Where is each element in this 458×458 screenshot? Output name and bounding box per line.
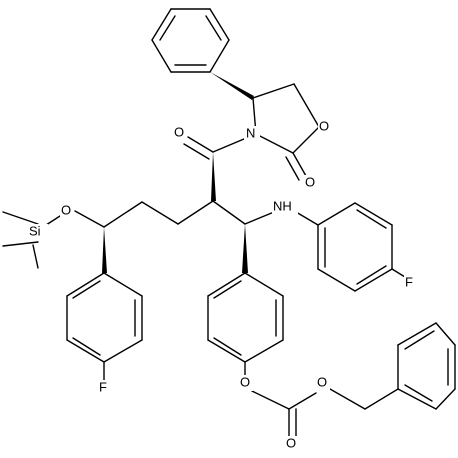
svg-text:O: O — [305, 174, 315, 189]
atom-f-aniline: F — [404, 274, 416, 291]
phenoxy-ring — [207, 272, 284, 377]
atom-o-ring-carbonyl: O — [304, 174, 318, 191]
atom-o-acyl-carbonyl: O — [173, 124, 187, 141]
svg-text:O: O — [319, 118, 329, 133]
atom-o-silyl-ether: O — [60, 202, 74, 219]
atom-f-aryl: F — [98, 379, 110, 396]
atom-o-carbonate-carbonyl: O — [285, 435, 299, 452]
atom-si: Si — [28, 223, 48, 240]
atom-n-oxazolidinone: N — [244, 125, 260, 142]
wedge-bond-aryl — [242, 224, 248, 273]
svg-text:NH: NH — [273, 198, 292, 213]
bond-layer — [2, 8, 456, 438]
atom-nh: NH — [272, 198, 298, 215]
atom-label-layer: O N O O O Si NH F — [28, 118, 416, 452]
wedge-bond-benzylic — [102, 227, 107, 273]
wedge-bond-alpha-carbon — [211, 152, 216, 201]
atom-o-phenoxy: O — [239, 374, 253, 391]
benzyl-ring — [364, 322, 456, 410]
svg-text:O: O — [240, 374, 250, 389]
svg-text:N: N — [246, 125, 255, 140]
svg-text:O: O — [61, 202, 71, 217]
svg-text:F: F — [405, 274, 413, 289]
svg-text:O: O — [317, 374, 327, 389]
svg-text:O: O — [174, 124, 184, 139]
svg-text:O: O — [286, 435, 296, 450]
phenyl-ring-top — [151, 8, 230, 73]
wedge-bond-phenyl-c4 — [210, 72, 254, 100]
fluoroaniline-ring — [317, 202, 406, 292]
atom-o-benzyloxy: O — [316, 374, 330, 391]
atom-o-ring: O — [318, 118, 332, 135]
oxazolidinone-ring — [252, 83, 320, 181]
fluorophenyl-ring-left — [66, 272, 143, 382]
svg-text:Si: Si — [29, 223, 41, 238]
svg-text:F: F — [99, 379, 107, 394]
